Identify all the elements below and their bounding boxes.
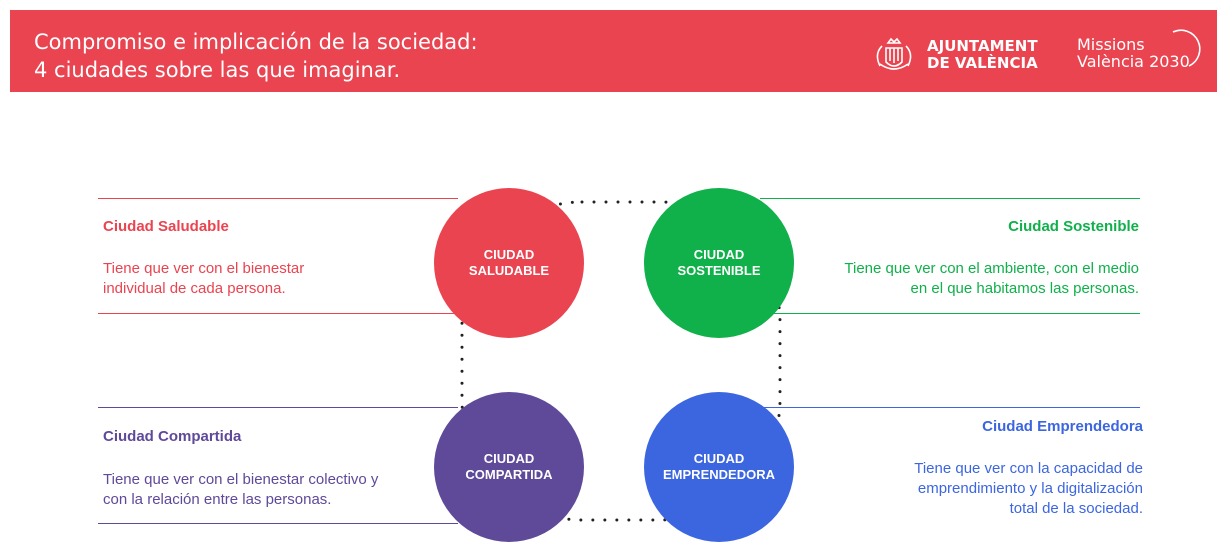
sostenible-title: Ciudad Sostenible [1008,218,1139,235]
sostenible-description: Tiene que ver con el ambiente, con el me… [844,259,1139,299]
compartida-description: Tiene que ver con el bienestar colectivo… [103,470,378,510]
compartida-desc-line-1: Tiene que ver con el bienestar colectivo… [103,471,379,488]
compartida-top-line [98,407,458,408]
circle-sostenible-line-1: CIUDAD [693,247,745,262]
sostenible-top-line [760,198,1140,199]
circle-emprendedora-line-1: CIUDAD [693,451,745,466]
emprendedora-top-line [760,407,1140,408]
compartida-desc-line-2: con la relación entre las personas. [103,491,332,508]
missions-logo: Missions València 2030 [1077,29,1217,82]
ajuntament-line-2: DE VALÈNCIA [927,54,1038,72]
emprendedora-description: Tiene que ver con la capacidad de empren… [914,459,1143,519]
page-title-line-1: Compromiso e implicación de la sociedad: [34,30,478,54]
saludable-bottom-line [98,313,458,314]
circle-saludable: CIUDAD SALUDABLE [434,188,584,338]
missions-line-2: València 2030 [1077,52,1190,71]
saludable-desc-line-1: Tiene que ver con el bienestar [103,260,305,277]
circle-saludable-line-2: SALUDABLE [468,263,550,278]
circle-compartida-line-1: CIUDAD [483,451,535,466]
saludable-top-line [98,198,458,199]
compartida-title: Ciudad Compartida [103,428,242,445]
saludable-title: Ciudad Saludable [103,218,229,235]
sostenible-bottom-line [760,313,1140,314]
page-title-line-2: 4 ciudades sobre las que imaginar. [34,58,401,82]
emprendedora-desc-line-3: total de la sociedad. [1009,500,1143,517]
sostenible-desc-line-1: Tiene que ver con el ambiente, con el me… [844,260,1139,277]
circle-compartida-line-2: COMPARTIDA [465,467,553,482]
emprendedora-desc-line-1: Tiene que ver con la capacidad de [914,460,1143,477]
missions-line-1: Missions [1077,35,1145,54]
ajuntament-wordmark: AJUNTAMENT DE VALÈNCIA [927,38,1038,72]
circle-sostenible: CIUDAD SOSTENIBLE [644,188,794,338]
circle-emprendedora-line-2: EMPRENDEDORA [663,467,775,482]
header-banner: Compromiso e implicación de la sociedad:… [10,10,1217,92]
page-title: Compromiso e implicación de la sociedad:… [34,28,478,84]
circle-saludable-line-1: CIUDAD [483,247,535,262]
city-crest-icon [876,37,912,70]
sostenible-desc-line-2: en el que habitamos las personas. [910,280,1139,297]
ajuntament-line-1: AJUNTAMENT [927,37,1038,55]
saludable-description: Tiene que ver con el bienestar individua… [103,259,304,299]
circle-sostenible-line-2: SOSTENIBLE [677,263,761,278]
emprendedora-title: Ciudad Emprendedora [982,418,1143,435]
ajuntament-logo: AJUNTAMENT DE VALÈNCIA [872,34,1052,76]
saludable-desc-line-2: individual de cada persona. [103,280,286,297]
emprendedora-desc-line-2: emprendimiento y la digitalización [917,480,1143,497]
circle-emprendedora: CIUDAD EMPRENDEDORA [644,392,794,542]
compartida-bottom-line [98,523,458,524]
circle-compartida: CIUDAD COMPARTIDA [434,392,584,542]
missions-arc-icon [1172,29,1201,67]
